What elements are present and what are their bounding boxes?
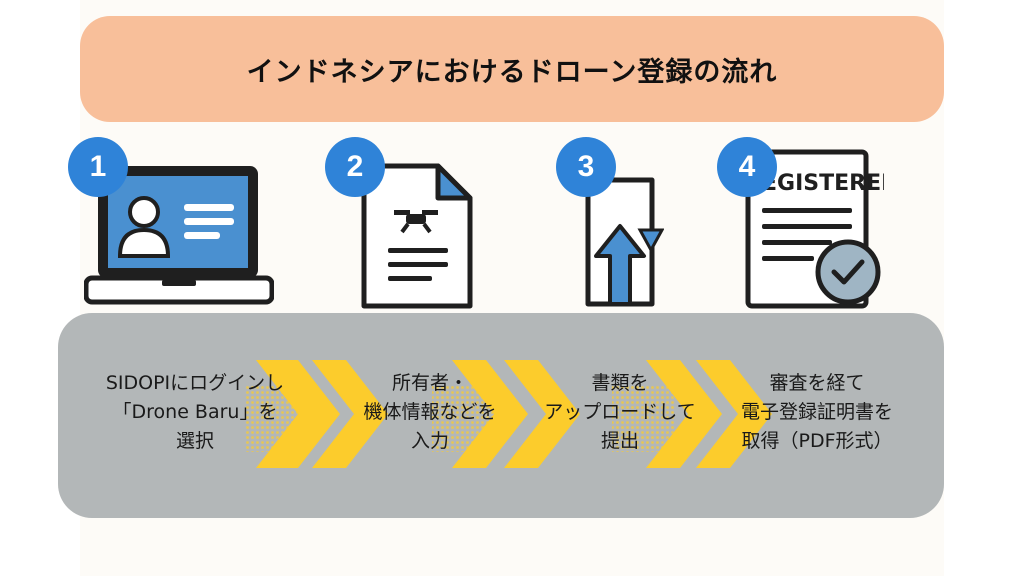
step-4-line-2: 電子登録証明書を [740, 401, 893, 423]
step-3-line-1: 書類を [591, 372, 649, 394]
upload-document-icon [585, 177, 664, 307]
step-2-line-3: 入力 [410, 430, 449, 452]
step-3-line-3: 提出 [600, 430, 639, 452]
step-4-text: 審査を経て 電子登録証明書を 取得（PDF形式） [702, 369, 932, 456]
document-drone-icon [361, 163, 473, 309]
step-1-line-1: SIDOPIにログインし [105, 372, 285, 394]
diagram-title: インドネシアにおけるドローン登録の流れ [246, 56, 778, 88]
chevron-1b [312, 360, 388, 468]
laptop-profile-icon [84, 166, 274, 305]
step-1-line-3: 選択 [175, 430, 214, 452]
chevron-2b [504, 360, 580, 468]
chevron-3b [696, 360, 772, 468]
step-1-text: SIDOPIにログインし 「Drone Baru」を 選択 [70, 369, 320, 456]
step-badge-1: 1 [68, 137, 128, 197]
step-2-line-1: 所有者・ [391, 372, 468, 394]
step-2-text: 所有者・ 機体情報などを 入力 [320, 369, 540, 456]
step-badge-2: 2 [325, 137, 385, 197]
stamp-text: EGISTERED [762, 171, 884, 196]
step-4-line-3: 取得（PDF形式） [741, 430, 893, 452]
chevron-2a [452, 360, 528, 468]
chevron-3a [646, 360, 722, 468]
step-3-text: 書類を アップロードして 提出 [510, 369, 730, 456]
registered-certificate-icon: EGISTERED [745, 149, 884, 309]
step-2-line-2: 機体情報などを [363, 401, 497, 423]
chevron-1a [256, 360, 340, 468]
step-3-line-2: アップロードして [544, 401, 696, 423]
step-badge-3: 3 [556, 137, 616, 197]
step-4-line-1: 審査を経て [769, 372, 865, 394]
step-badge-4: 4 [717, 137, 777, 197]
step-1-line-2: 「Drone Baru」を [112, 401, 278, 423]
title-banner: インドネシアにおけるドローン登録の流れ [80, 16, 944, 122]
